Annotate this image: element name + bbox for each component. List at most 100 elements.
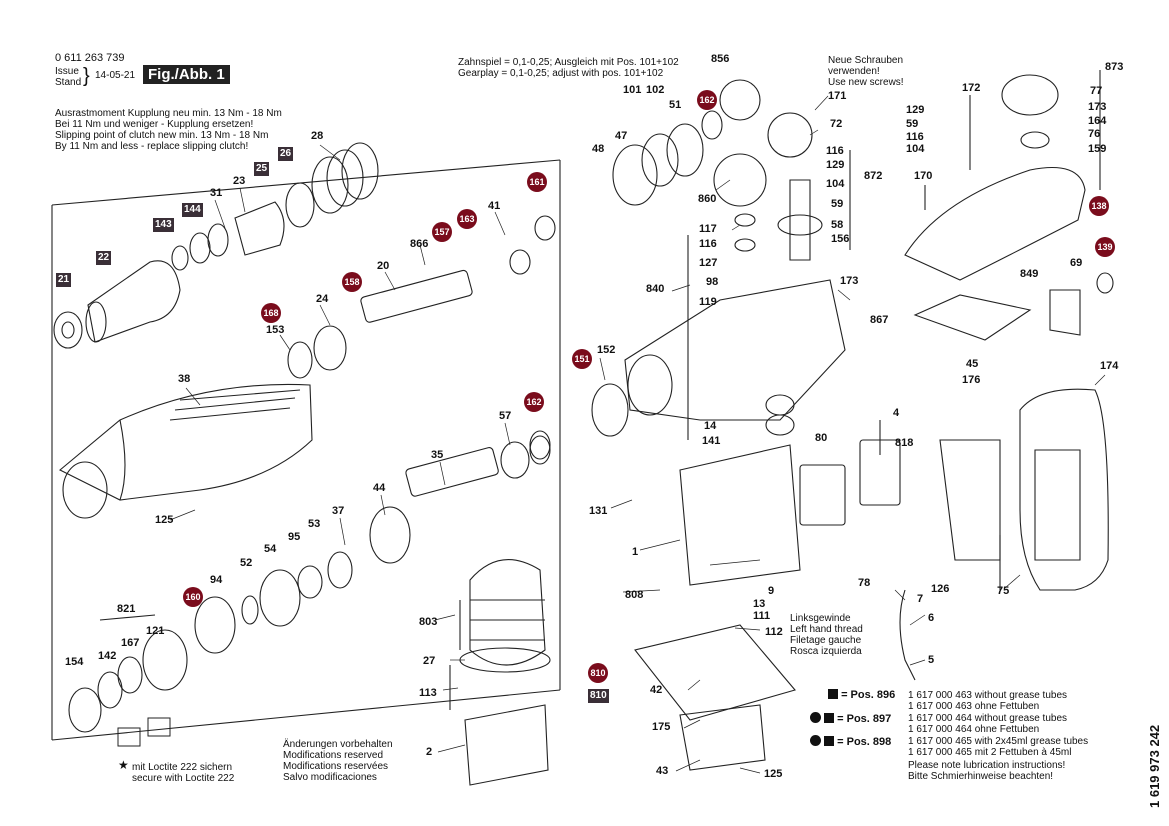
part-number-label: 95 [288, 531, 301, 543]
part-marker-boxed: 22 [96, 251, 112, 265]
part-number-label: 116 [699, 238, 717, 250]
part-number-label: 35 [431, 449, 444, 461]
part-number-label: 77 [1090, 85, 1103, 97]
part-marker-boxed: 26 [278, 147, 294, 161]
part-number: 0 611 263 739 [55, 52, 125, 64]
part-number-label: 860 [698, 193, 717, 205]
lefthand-note-line: Left hand thread [790, 624, 863, 635]
part-marker-boxed: 25 [254, 162, 270, 176]
screws-note-line: Use new screws! [828, 77, 904, 88]
part-number-label: 173 [840, 275, 859, 287]
frame-line-bottom [51, 689, 561, 741]
brace-icon: } [83, 65, 90, 87]
grease-pos: = Pos. [841, 689, 874, 701]
grease-line: 1 617 000 464 without grease tubes [908, 713, 1068, 724]
part-number-label: 31 [210, 187, 223, 199]
part-number-label: 121 [146, 625, 165, 637]
part-number-label: 54 [264, 543, 277, 555]
part-number-label: 14 [704, 420, 717, 432]
part-number-label: 23 [233, 175, 246, 187]
grease-line: 1 617 000 465 mit 2 Fettuben à 45ml [908, 747, 1072, 758]
part-marker-circled: 139 [1095, 237, 1115, 257]
part-number-label: 53 [308, 518, 321, 530]
part-marker-circled: 157 [432, 222, 452, 242]
part-number-label: 172 [962, 82, 981, 94]
grease-pos: = Pos. [837, 736, 870, 748]
square-icon [824, 713, 835, 723]
part-number-label: 1 [632, 546, 639, 558]
part-marker-circled: 163 [457, 209, 477, 229]
grease-pos: = Pos. [837, 713, 870, 725]
part-number-label: 171 [828, 90, 847, 102]
grease-key-row: = Pos. 897 [810, 712, 891, 725]
part-marker-circled: 162 [697, 90, 717, 110]
square-icon [824, 736, 835, 746]
part-number-label: 37 [332, 505, 345, 517]
issue-date: 14-05-21 [95, 70, 136, 81]
fig-label: Fig./Abb. 1 [143, 65, 230, 84]
part-number-label: 48 [592, 143, 605, 155]
part-number-label: 13 [753, 598, 766, 610]
part-number-label: 129 [906, 104, 925, 116]
part-number-label: 803 [419, 616, 438, 628]
part-number-label: 113 [419, 687, 437, 699]
part-number-label: 69 [1070, 257, 1083, 269]
part-number-label: 840 [646, 283, 665, 295]
lefthand-note-line: Linksgewinde [790, 613, 851, 624]
loctite-bottle-icon [117, 727, 141, 747]
grease-footer-line: Please note lubrication instructions! [908, 760, 1066, 771]
part-number-label: 174 [1100, 360, 1119, 372]
part-number-label: 176 [962, 374, 981, 386]
grease-key-row: = Pos. 898 [810, 735, 891, 748]
part-number-label: 59 [831, 198, 844, 210]
part-number-label: 27 [423, 655, 436, 667]
part-marker-circled: 151 [572, 349, 592, 369]
part-number-label: 154 [65, 656, 84, 668]
changes-note-line: Modifications reserved [283, 750, 384, 761]
grease-key-row: = Pos. 896 [828, 689, 895, 701]
part-number-label: 5 [928, 654, 935, 666]
part-number-label: 156 [831, 233, 850, 245]
part-number-label: 41 [488, 200, 501, 212]
part-number-label: 6 [928, 612, 935, 624]
circle-icon [810, 735, 821, 746]
part-number-label: 4 [893, 407, 900, 419]
changes-note-line: Modifications reservées [283, 761, 389, 772]
part-marker-circled: 810 [588, 663, 608, 683]
grease-num: 897 [872, 713, 892, 725]
gearplay-note-line: Gearplay = 0,1-0,25; adjust with pos. 10… [458, 68, 664, 79]
lefthand-note-line: Rosca izquierda [790, 646, 862, 657]
part-number-label: 112 [765, 626, 783, 638]
screws-note-line: Neue Schrauben [828, 55, 904, 66]
part-number-label: 72 [830, 118, 843, 130]
grease-line: 1 617 000 463 ohne Fettuben [908, 701, 1040, 712]
grease-line: 1 617 000 465 with 2x45ml grease tubes [908, 736, 1089, 747]
part-number-label: 808 [625, 589, 644, 601]
gearplay-note-line: Zahnspiel = 0,1-0,25; Ausgleich mit Pos.… [458, 57, 679, 68]
clutch-note-line: Slipping point of clutch new min. 13 Nm … [55, 130, 269, 141]
part-marker-boxed: 21 [56, 273, 72, 287]
clutch-note-line: By 11 Nm and less - replace slipping clu… [55, 141, 249, 152]
issue-label: Issue [55, 66, 79, 77]
grease-num: 896 [876, 689, 896, 701]
part-number-label: 111 [753, 610, 771, 622]
part-number-label: 872 [864, 170, 883, 182]
part-number-label: 142 [98, 650, 117, 662]
stand-label: Stand [55, 77, 82, 88]
part-number-label: 52 [240, 557, 253, 569]
part-number-label: 164 [1088, 115, 1107, 127]
part-number-label: 47 [615, 130, 628, 142]
document-number: 1 619 973 242 [1147, 724, 1162, 808]
part-marker-boxed: 143 [153, 218, 174, 232]
lefthand-note-line: Filetage gauche [790, 635, 862, 646]
part-marker-circled: 138 [1089, 196, 1109, 216]
part-number-label: 849 [1020, 268, 1039, 280]
part-number-label: 76 [1088, 128, 1101, 140]
part-marker-circled: 161 [527, 172, 547, 192]
part-marker-boxed: 810 [588, 689, 609, 703]
grease-footer-line: Bitte Schmierhinweise beachten! [908, 771, 1054, 782]
loctite-cap-icon [147, 717, 171, 737]
part-marker-circled: 162 [524, 392, 544, 412]
